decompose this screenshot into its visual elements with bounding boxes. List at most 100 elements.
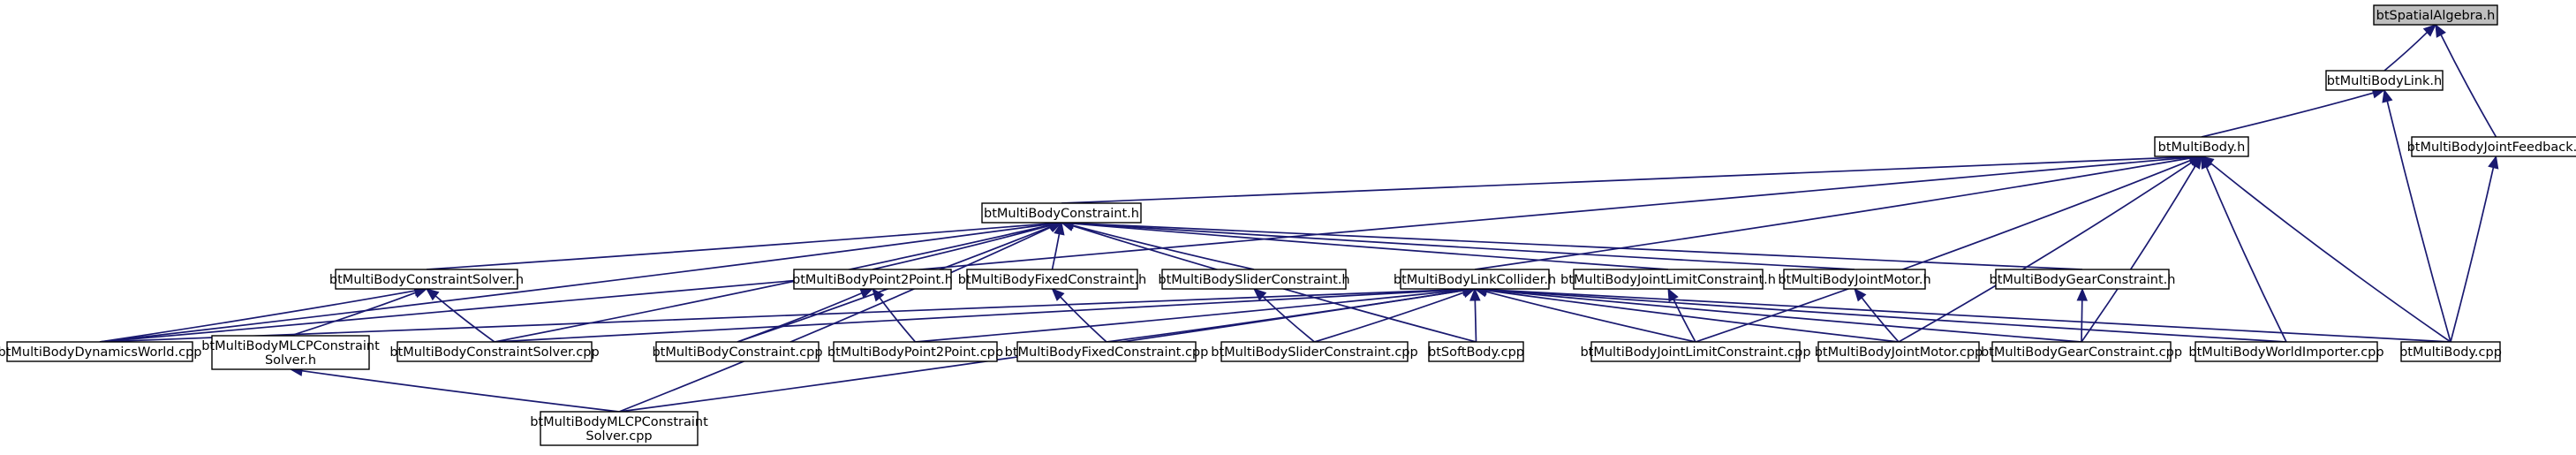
node-constraint_h[interactable]: btMultiBodyConstraint.h	[981, 202, 1142, 224]
edge-csolver_cpp-to-csolver_h	[434, 295, 495, 343]
node-box[interactable]	[2195, 341, 2378, 362]
node-box[interactable]	[655, 341, 820, 362]
node-body_cpp[interactable]: btMultiBody.cpp	[2399, 341, 2502, 362]
node-box[interactable]	[211, 335, 370, 370]
node-box[interactable]	[1016, 341, 1197, 362]
node-label: btMultiBodyPoint2Point.cpp	[827, 345, 1003, 360]
node-fixed_cpp[interactable]: btMultiBodyFixedConstraint.cpp	[1005, 341, 1209, 362]
edge-dworld_cpp-to-constraint_h	[99, 223, 1051, 343]
node-label: btMultiBodyWorldImporter.cpp	[2188, 345, 2383, 360]
edge-slider_cpp-to-lcollider_h	[1314, 292, 1464, 343]
node-label: btMultiBodyConstraintSolver.h	[329, 273, 524, 287]
node-csolver_cpp[interactable]: btMultiBodyConstraintSolver.cpp	[389, 341, 600, 362]
node-gear_h[interactable]: btMultiBodyGearConstraint.h	[1990, 269, 2176, 290]
edge-body_cpp-to-jfb_h	[2450, 167, 2495, 343]
node-lcollider_h[interactable]: btMultiBodyLinkCollider.h	[1394, 269, 1556, 290]
edge-mlcp_cpp-to-constraint_h	[618, 226, 1052, 413]
node-label: btMultiBodyGearConstraint.h	[1990, 273, 2176, 287]
node-box[interactable]	[2373, 4, 2498, 26]
edge-fixed_cpp-to-fixed_h	[1060, 296, 1107, 343]
node-constraint_cpp[interactable]: btMultiBodyConstraint.cpp	[652, 341, 823, 362]
edge-jmotor_h-to-constraint_h	[1072, 222, 1855, 270]
arrowhead-body_cpp-to-jfb_h	[2488, 155, 2499, 170]
arrowhead-body_cpp-to-body_h	[2200, 155, 2215, 169]
node-box[interactable]	[1573, 269, 1764, 290]
node-label: Solver.h	[265, 353, 316, 368]
node-box[interactable]	[1161, 269, 1347, 290]
edge-softbody_cpp-to-lcollider_h	[1474, 300, 1477, 343]
arrowhead-csolver_cpp-to-csolver_h	[425, 288, 440, 301]
node-p2p_cpp[interactable]: btMultiBodyPoint2Point.cpp	[827, 341, 1003, 362]
node-body_h[interactable]: btMultiBody.h	[2154, 136, 2249, 157]
node-box[interactable]	[1995, 269, 2170, 290]
edge-csolver_cpp-to-constraint_h	[494, 224, 1051, 343]
node-jfb_h[interactable]: btMultiBodyJointFeedback.h	[2407, 136, 2576, 157]
arrowhead-jmotor_cpp-to-jmotor_h	[1854, 288, 1867, 302]
node-csolver_h[interactable]: btMultiBodyConstraintSolver.h	[329, 269, 524, 290]
node-dworld_cpp[interactable]: btMultiBodyDynamicsWorld.cpp	[0, 341, 201, 362]
node-wimporter_cpp[interactable]: btMultiBodyWorldImporter.cpp	[2188, 341, 2384, 362]
node-label: btMultiBodyJointMotor.cpp	[1815, 345, 1983, 360]
node-label: btMultiBodyJointLimitConstraint.h	[1560, 273, 1776, 287]
node-box[interactable]	[1783, 269, 1926, 290]
node-box[interactable]	[1817, 341, 1980, 362]
node-link_h[interactable]: btMultiBodyLink.h	[2325, 70, 2444, 91]
node-fixed_h[interactable]: btMultiBodyFixedConstraint.h	[958, 269, 1147, 290]
edge-lcollider_h-to-body_h	[1474, 157, 2191, 270]
node-box[interactable]	[966, 269, 1138, 290]
edge-gear_cpp-to-lcollider_h	[1485, 289, 2082, 343]
arrowhead-fixed_cpp-to-fixed_h	[1051, 288, 1065, 301]
node-jmotor_h[interactable]: btMultiBodyJointMotor.h	[1778, 269, 1931, 290]
node-label: btMultiBodySliderConstraint.cpp	[1211, 345, 1417, 360]
edge-csolver_h-to-constraint_h	[426, 223, 1051, 270]
node-label: btMultiBodyMLCPConstraint	[530, 415, 708, 429]
node-box[interactable]	[1220, 341, 1409, 362]
node-label: btMultiBodyConstraint.cpp	[652, 345, 822, 360]
node-slider_h[interactable]: btMultiBodySliderConstraint.h	[1158, 269, 1350, 290]
edge-body_cpp-to-body_h	[2210, 163, 2451, 343]
node-jlimit_h[interactable]: btMultiBodyJointLimitConstraint.h	[1560, 269, 1776, 290]
node-label: btMultiBodyConstraint.h	[984, 207, 1139, 221]
node-softbody_cpp[interactable]: btSoftBody.cpp	[1428, 341, 1524, 362]
arrowhead-body_cpp-to-link_h	[2382, 88, 2393, 103]
node-label: btMultiBodyDynamicsWorld.cpp	[0, 345, 201, 360]
edge-constraint_cpp-to-p2p_h	[737, 292, 863, 343]
edge-p2p_h-to-constraint_h	[872, 224, 1051, 270]
node-box[interactable]	[2325, 70, 2444, 91]
node-spatial[interactable]: btSpatialAlgebra.h	[2373, 4, 2498, 26]
node-box[interactable]	[335, 269, 518, 290]
node-slider_cpp[interactable]: btMultiBodySliderConstraint.cpp	[1211, 341, 1418, 362]
arrowhead-p2p_cpp-to-p2p_h	[872, 288, 885, 302]
node-label: btMultiBodyGearConstraint.cpp	[1981, 345, 2182, 360]
node-box[interactable]	[1428, 341, 1524, 362]
node-box[interactable]	[1590, 341, 1801, 362]
node-box[interactable]	[397, 341, 593, 362]
edge-gear_cpp-to-body_h	[2081, 165, 2196, 343]
node-jlimit_cpp[interactable]: btMultiBodyJointLimitConstraint.cpp	[1580, 341, 1811, 362]
node-box[interactable]	[2154, 136, 2249, 157]
node-box[interactable]	[6, 341, 193, 362]
node-box[interactable]	[981, 202, 1142, 224]
node-box[interactable]	[793, 269, 952, 290]
node-box[interactable]	[2400, 341, 2501, 362]
node-gear_cpp[interactable]: btMultiBodyGearConstraint.cpp	[1981, 341, 2182, 362]
node-box[interactable]	[540, 411, 699, 446]
arrowhead-softbody_cpp-to-lcollider_h	[1469, 287, 1481, 301]
node-box[interactable]	[1400, 269, 1550, 290]
node-jmotor_cpp[interactable]: btMultiBodyJointMotor.cpp	[1815, 341, 1983, 362]
arrowhead-link_h-to-spatial	[2422, 24, 2436, 37]
node-box[interactable]	[2411, 136, 2576, 157]
node-label: btMultiBody.h	[2158, 140, 2246, 155]
edge-link_h-to-spatial	[2383, 32, 2428, 72]
node-p2p_h[interactable]: btMultiBodyPoint2Point.h	[792, 269, 953, 290]
arrowhead-fixed_h-to-constraint_h	[1054, 221, 1065, 236]
node-box[interactable]	[1991, 341, 2172, 362]
node-box[interactable]	[833, 341, 998, 362]
edge-dworld_cpp-to-lcollider_h	[99, 288, 1464, 343]
edge-body_cpp-to-link_h	[2386, 101, 2451, 343]
edge-jmotor_cpp-to-body_h	[1898, 162, 2193, 343]
